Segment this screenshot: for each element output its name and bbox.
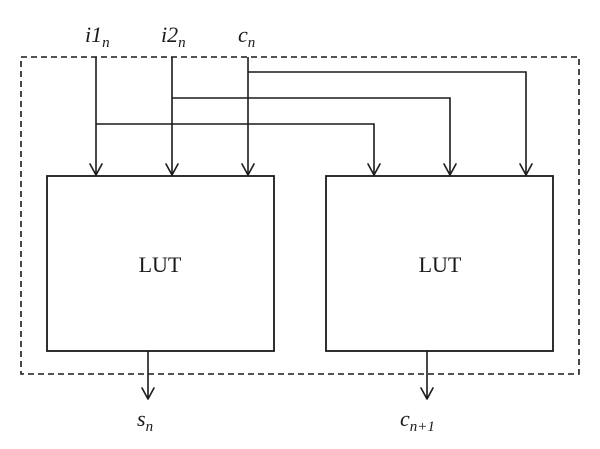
arrowhead-c-right — [519, 163, 533, 176]
lut-left-box — [46, 175, 275, 352]
arrowhead-sum-output — [141, 387, 155, 400]
output-sum-sub: n — [146, 419, 154, 435]
output-label-carry: cn+1 — [400, 406, 435, 435]
arrowhead-i2-right — [443, 163, 457, 176]
lut-right-box — [325, 175, 554, 352]
wire-i2-to-right-lut — [172, 97, 451, 174]
arrowhead-c-left — [241, 163, 255, 176]
input-i2-base: i2 — [161, 22, 178, 47]
arrowhead-i2-left — [165, 163, 179, 176]
input-label-i1: i1n — [85, 22, 110, 51]
lut-left-label: LUT — [139, 252, 182, 277]
input-c-sub: n — [248, 35, 256, 51]
input-i1-base: i1 — [85, 22, 102, 47]
output-carry-base: c — [400, 406, 410, 431]
dashed-enclosure — [20, 56, 580, 375]
wire-i1-to-right-lut — [96, 123, 375, 174]
output-sum-base: s — [137, 406, 146, 431]
input-i2-sub: n — [178, 35, 186, 51]
lut-right-label: LUT — [419, 252, 462, 277]
wire-c-to-right-lut — [248, 71, 527, 174]
input-c-base: c — [238, 22, 248, 47]
output-carry-sub: n+1 — [410, 419, 435, 435]
arrowhead-i1-right — [367, 163, 381, 176]
output-label-sum: sn — [137, 406, 153, 435]
input-label-c: cn — [238, 22, 255, 51]
input-label-i2: i2n — [161, 22, 186, 51]
arrowhead-i1-left — [89, 163, 103, 176]
arrowhead-carry-output — [420, 387, 434, 400]
input-i1-sub: n — [102, 35, 110, 51]
